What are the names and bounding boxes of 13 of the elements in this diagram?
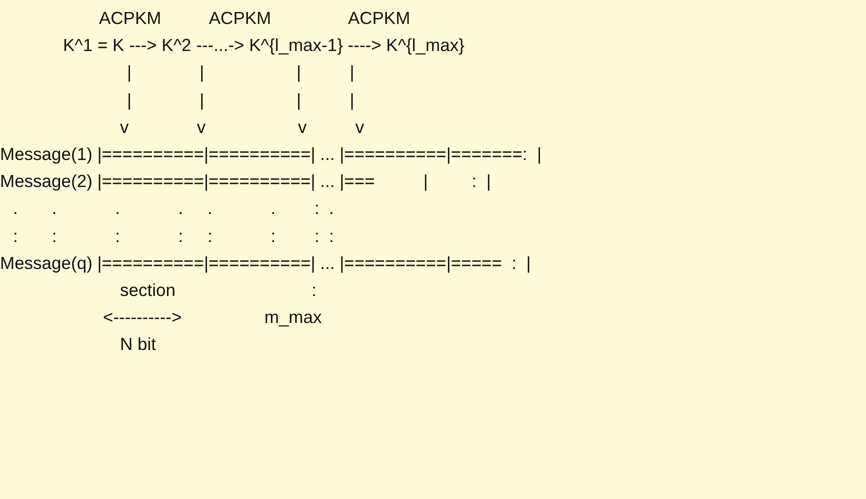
diagram-text-line: Message(2) |==========|==========| ... |=== | : | bbox=[0, 170, 491, 192]
diagram-text-line: section : bbox=[120, 279, 316, 301]
diagram-text-line: <----------> m_max bbox=[103, 306, 322, 328]
diagram-text-line: | | | | bbox=[127, 61, 354, 84]
diagram-text-line: Message(q) |==========|==========| ... |==========|===== : | bbox=[0, 252, 531, 274]
diagram-text-line: ACPKM ACPKM ACPKM bbox=[99, 7, 410, 29]
diagram-text-line: K^1 = K ---> K^2 ---...-> K^{l_max-1} ----> K^{l_max} bbox=[63, 34, 464, 56]
diagram-text-line: . . . . . . : . bbox=[13, 197, 334, 220]
diagram-text-line: Message(1) |==========|==========| ... |==========|=======: | bbox=[0, 143, 542, 165]
diagram-text-line: v v v v bbox=[120, 116, 364, 138]
diagram-text-line: : : : : : : : : bbox=[13, 224, 334, 247]
diagram-text-line: N bit bbox=[120, 333, 156, 356]
diagram-text-line: | | | | bbox=[127, 88, 354, 111]
